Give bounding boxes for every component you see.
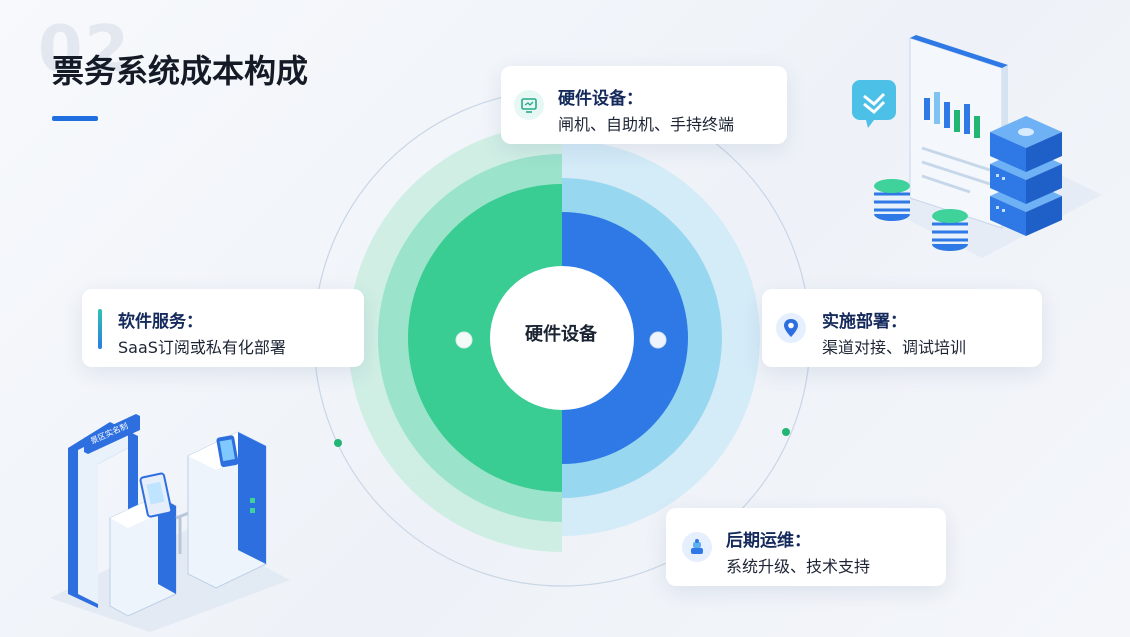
- accent-bar: [98, 309, 102, 349]
- monitor-icon: [514, 90, 544, 120]
- card-ops-title: 后期运维：: [726, 531, 811, 551]
- report-document: [909, 35, 1008, 229]
- turnstile-left: [109, 472, 177, 617]
- orbit-dot-left: [334, 439, 342, 447]
- server-and-analytics-illustration: [852, 35, 1102, 258]
- coin-stack-2: [932, 209, 968, 251]
- page-title: 票务系统成本构成: [52, 52, 309, 90]
- card-ops: 后期运维： 系统升级、技术支持: [666, 508, 946, 586]
- card-software-title: 软件服务：: [118, 312, 203, 332]
- card-ops-desc: 系统升级、技术支持: [726, 557, 871, 576]
- card-hardware-title: 硬件设备：: [558, 89, 643, 109]
- turnstile-right: [187, 431, 267, 589]
- gate-arch: 景区实名制: [68, 414, 140, 608]
- card-hardware-desc: 闸机、自助机、手持终端: [558, 115, 735, 134]
- card-software-desc: SaaS订阅或私有化部署: [118, 338, 286, 357]
- card-software: 软件服务： SaaS订阅或私有化部署: [82, 289, 364, 367]
- card-deploy-title: 实施部署：: [822, 312, 907, 332]
- card-deploy-desc: 渠道对接、调试培训: [822, 338, 967, 357]
- card-deploy: 实施部署： 渠道对接、调试培训: [762, 289, 1042, 367]
- center-label: 硬件设备: [525, 324, 597, 345]
- center-disc: [490, 266, 634, 410]
- coin-stack-1: [874, 179, 910, 221]
- orbit-dot-right: [782, 428, 790, 436]
- support-icon: [682, 532, 712, 562]
- page-number: 02: [38, 13, 132, 87]
- card-hardware: 硬件设备： 闸机、自助机、手持终端: [501, 66, 787, 144]
- marker-dot-right: [649, 331, 667, 349]
- ring-green-inner: [408, 184, 562, 492]
- location-pin-icon: [776, 313, 806, 343]
- ticket-gate-illustration: 景区实名制: [50, 414, 290, 632]
- server-stack: [990, 116, 1062, 236]
- chat-bubble-icon: [852, 80, 896, 128]
- marker-dot-left: [455, 331, 473, 349]
- title-underline: [52, 116, 98, 121]
